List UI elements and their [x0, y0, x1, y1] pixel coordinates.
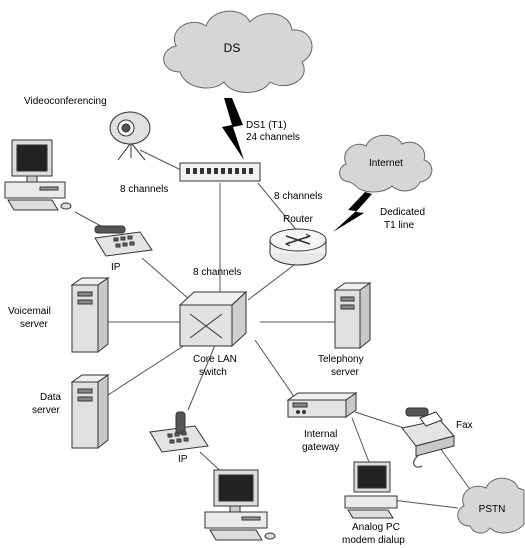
- internet-cloud-icon: [339, 134, 433, 193]
- core-lan-switch-icon: [178, 290, 248, 348]
- line-patch-to-router: [257, 182, 299, 233]
- data-label: Data: [40, 392, 62, 403]
- t1-line-label: T1 line: [384, 220, 414, 231]
- switch-label: switch: [199, 367, 227, 378]
- line-modem-pc-to-pstn: [391, 499, 459, 509]
- voicemail-label: Voicemail: [8, 306, 51, 317]
- ip-bottom-label: IP: [178, 454, 188, 465]
- telephony-label: Telephony: [318, 354, 364, 365]
- videoconferencing-camera-icon: [109, 111, 151, 161]
- ds-cloud-label: DS: [224, 41, 241, 55]
- gateway-label: gateway: [302, 442, 339, 453]
- connection-lines: [74, 149, 473, 509]
- telephony-server-label: server: [331, 367, 359, 378]
- line-video-to-patch: [139, 149, 186, 173]
- telephony-server-icon: [333, 282, 372, 350]
- pstn-cloud-icon: [457, 477, 525, 534]
- videoconferencing-label: Videoconferencing: [24, 96, 107, 107]
- line-ip-phone-to-switch: [141, 257, 191, 301]
- video-channels-label: 8 channels: [120, 184, 168, 195]
- line-gateway-to-fax: [354, 411, 411, 431]
- data-server-label: server: [32, 405, 60, 416]
- pstn-cloud-label: PSTN: [479, 504, 506, 515]
- dedicated-label: Dedicated: [380, 207, 425, 218]
- channel-bank-icon: [179, 162, 261, 182]
- internet-cloud-label: Internet: [369, 158, 403, 169]
- line-gateway-to-modem-pc: [351, 417, 373, 471]
- ip-phone-top-icon: [94, 225, 153, 257]
- router-label: Router: [283, 214, 314, 225]
- ds1-channels-label: 24 channels: [246, 132, 300, 143]
- internal-label: Internal: [304, 429, 337, 440]
- ip-top-label: IP: [111, 262, 121, 273]
- desktop-pc-top-icon: [4, 139, 72, 211]
- line-data-to-switch: [107, 344, 186, 396]
- modem-dialup-label: modem dialup: [342, 535, 405, 546]
- line-switch-to-gateway: [254, 339, 296, 399]
- line-switch-to-ip-phone2: [187, 344, 216, 411]
- voicemail-server-label: server: [20, 319, 48, 330]
- lightning-t1-icon: [333, 192, 372, 232]
- router-icon: [269, 228, 327, 266]
- analog-pc-icon: [344, 461, 398, 519]
- internal-gateway-icon: [286, 392, 358, 418]
- fax-label: Fax: [456, 420, 473, 431]
- core-lan-label: Core LAN: [193, 354, 237, 365]
- fax-machine-icon: [401, 407, 455, 468]
- lightning-ds1-icon: [222, 98, 244, 160]
- voicemail-server-icon: [70, 277, 110, 354]
- router-channels-label: 8 channels: [274, 191, 322, 202]
- analog-pc-label: Analog PC: [352, 522, 400, 533]
- line-router-to-switch: [247, 261, 299, 301]
- switch-channels-label: 8 channels: [193, 267, 241, 278]
- data-server-icon: [70, 374, 110, 450]
- desktop-pc-bottom-icon: [204, 469, 276, 541]
- ds-cloud-icon: [163, 10, 313, 93]
- ds1-label: DS1 (T1): [246, 120, 287, 131]
- ip-phone-bottom-icon: [149, 411, 209, 453]
- line-fax-to-pstn: [439, 447, 473, 493]
